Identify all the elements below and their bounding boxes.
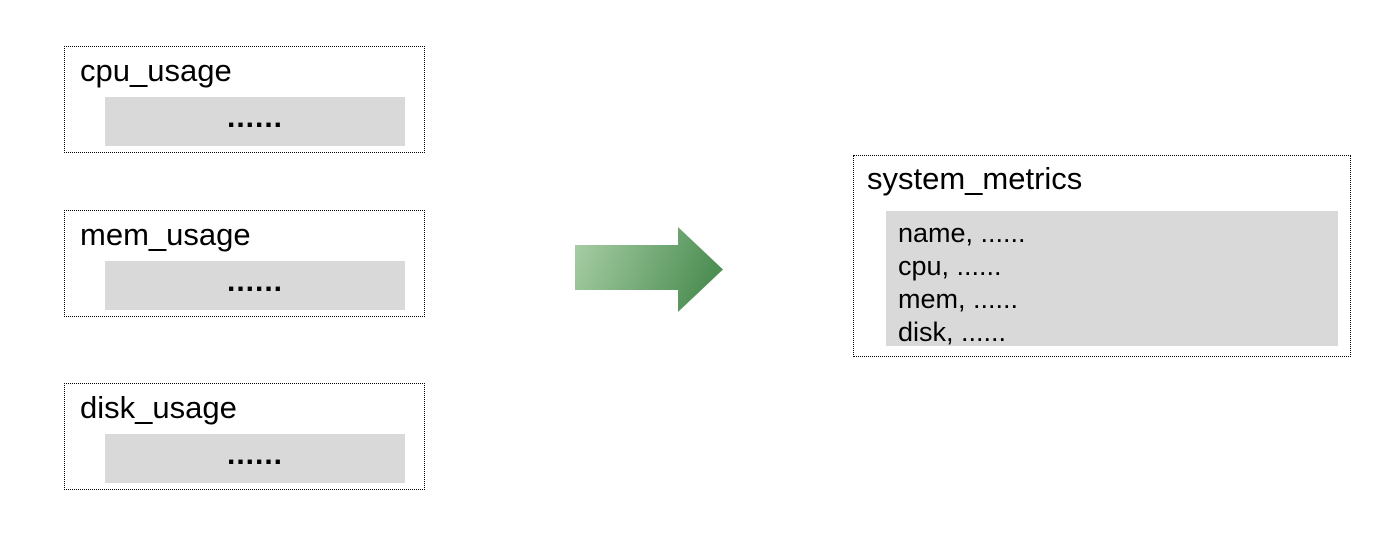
table-row: mem, ...... — [898, 284, 1019, 314]
ellipsis-placeholder: ...... — [226, 264, 283, 298]
table-body-placeholder: ...... — [105, 261, 405, 310]
table-title: system_metrics — [867, 161, 1083, 196]
table-row: disk, ...... — [898, 317, 1007, 347]
table-title: disk_usage — [80, 390, 237, 425]
ellipsis-placeholder: ...... — [226, 100, 283, 134]
table-body: name, ...... cpu, ...... mem, ...... dis… — [886, 211, 1338, 347]
ellipsis-placeholder: ...... — [226, 437, 283, 471]
source-table-disk-usage: disk_usage ...... — [64, 383, 425, 490]
source-table-mem-usage: mem_usage ...... — [64, 210, 425, 317]
table-row: cpu, ...... — [898, 251, 1002, 281]
result-table-system-metrics: system_metrics name, ...... cpu, ...... … — [853, 155, 1351, 357]
table-body-placeholder: ...... — [105, 97, 405, 146]
source-table-cpu-usage: cpu_usage ...... — [64, 46, 425, 153]
table-title: cpu_usage — [80, 53, 232, 88]
right-arrow-icon — [575, 227, 723, 312]
table-title: mem_usage — [80, 217, 251, 252]
table-body-placeholder: ...... — [105, 434, 405, 483]
table-row: name, ...... — [898, 218, 1026, 248]
